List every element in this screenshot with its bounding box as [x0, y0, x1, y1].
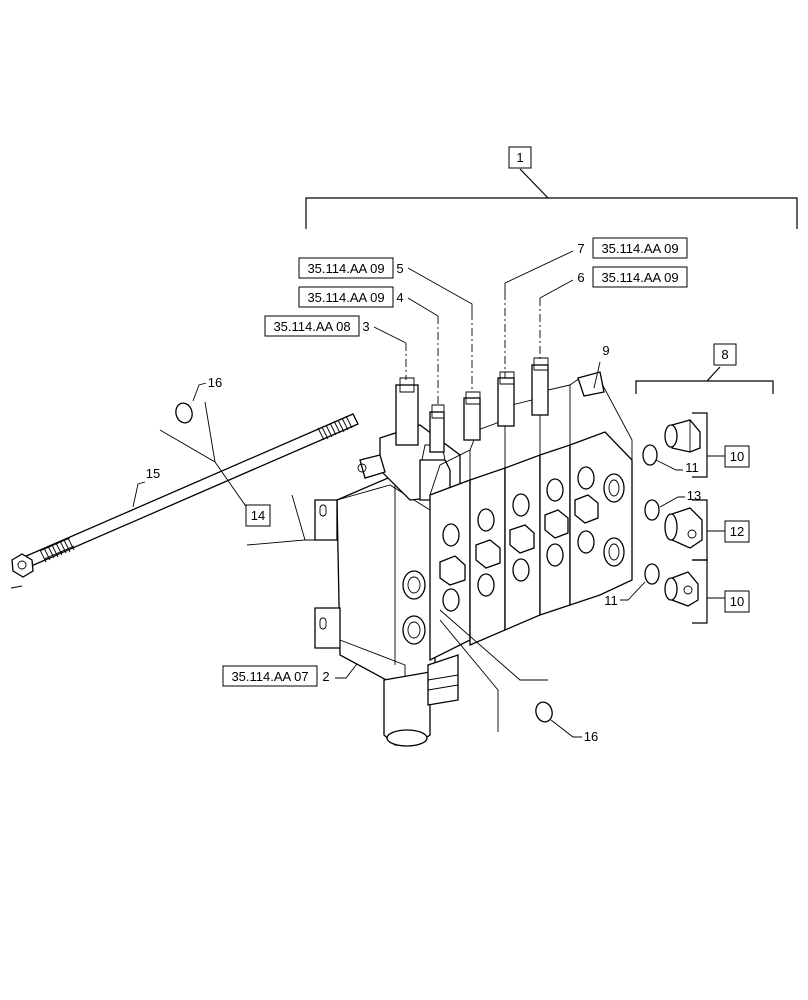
reference-item-4: 35.114.AA 09 4 — [298, 286, 439, 405]
callout-11[interactable]: 11 — [604, 593, 618, 608]
reference-label[interactable]: 35.114.AA 09 — [601, 241, 678, 256]
callout-15[interactable]: 15 — [146, 466, 160, 481]
callout-5[interactable]: 5 — [396, 261, 403, 276]
reference-item-3: 35.114.AA 08 3 — [264, 315, 407, 380]
reference-label[interactable]: 35.114.AA 09 — [307, 290, 384, 305]
callout-14-group: 14 — [10, 401, 335, 589]
callout-7[interactable]: 7 — [577, 241, 584, 256]
callout-10[interactable]: 10 — [730, 449, 744, 464]
tie-rod: 15 — [11, 413, 359, 578]
plug-top: 10 11 — [642, 412, 750, 478]
plug-bottom: 10 11 — [604, 559, 750, 624]
callout-9-group: 9 — [593, 343, 610, 389]
o-ring-bottom: 16 — [535, 701, 598, 744]
callout-14[interactable]: 14 — [251, 508, 265, 523]
callout-2[interactable]: 2 — [322, 669, 329, 684]
rod-thread-right — [317, 415, 353, 441]
callout-16[interactable]: 16 — [584, 729, 598, 744]
callout-16[interactable]: 16 — [208, 375, 222, 390]
reference-label[interactable]: 35.114.AA 09 — [307, 261, 384, 276]
reference-item-7: 35.114.AA 09 7 — [504, 237, 688, 378]
callout-9[interactable]: 9 — [602, 343, 609, 358]
nut-icon — [11, 553, 34, 578]
rod-thread-left — [39, 537, 75, 563]
callout-4[interactable]: 4 — [396, 290, 403, 305]
callout-13[interactable]: 13 — [687, 488, 701, 503]
assembly-bracket-8: 8 — [635, 343, 774, 394]
plug-middle: 12 13 — [644, 488, 750, 561]
callout-6[interactable]: 6 — [577, 270, 584, 285]
reference-item-2: 35.114.AA 07 2 — [222, 659, 361, 687]
reference-item-5: 35.114.AA 09 5 — [298, 257, 473, 392]
section-ports — [439, 466, 625, 612]
reference-label[interactable]: 35.114.AA 09 — [601, 270, 678, 285]
reference-item-6: 35.114.AA 09 6 — [539, 266, 688, 360]
callout-1[interactable]: 1 — [516, 150, 523, 165]
callout-12[interactable]: 12 — [730, 524, 744, 539]
callout-8[interactable]: 8 — [721, 347, 728, 362]
callout-10[interactable]: 10 — [730, 594, 744, 609]
callout-3[interactable]: 3 — [362, 319, 369, 334]
control-valve-body — [314, 357, 633, 747]
callout-11[interactable]: 11 — [685, 460, 699, 475]
reference-label[interactable]: 35.114.AA 07 — [231, 669, 308, 684]
assembly-bracket-1: 1 — [305, 146, 798, 229]
o-ring-top: 16 — [175, 375, 222, 424]
reference-label[interactable]: 35.114.AA 08 — [273, 319, 350, 334]
